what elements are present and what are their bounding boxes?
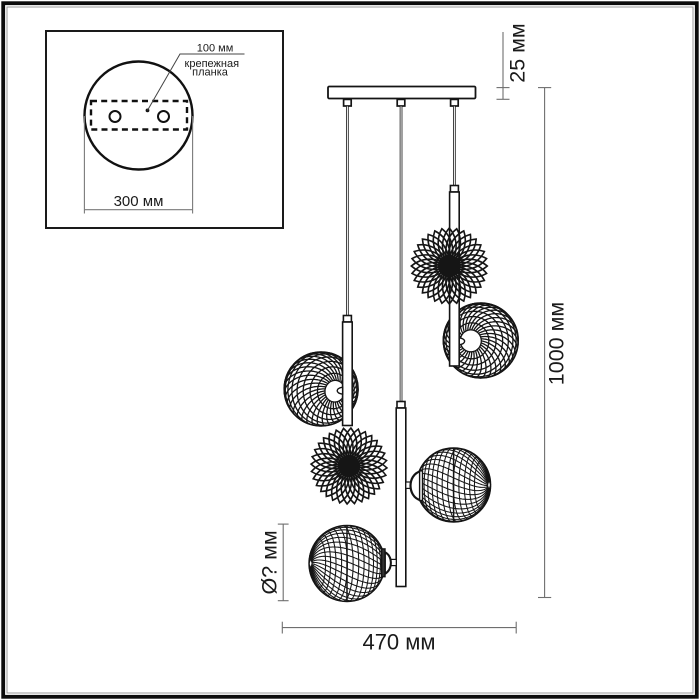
svg-text:470 мм: 470 мм [362, 630, 435, 655]
svg-text:1000 мм: 1000 мм [544, 302, 568, 385]
svg-text:крепежная: крепежная [185, 58, 240, 70]
svg-text:25 мм: 25 мм [505, 23, 529, 82]
svg-text:планка: планка [192, 67, 229, 79]
svg-text:Ø? мм: Ø? мм [258, 530, 282, 594]
svg-text:300 мм: 300 мм [114, 193, 164, 210]
svg-text:100 мм: 100 мм [197, 42, 234, 54]
